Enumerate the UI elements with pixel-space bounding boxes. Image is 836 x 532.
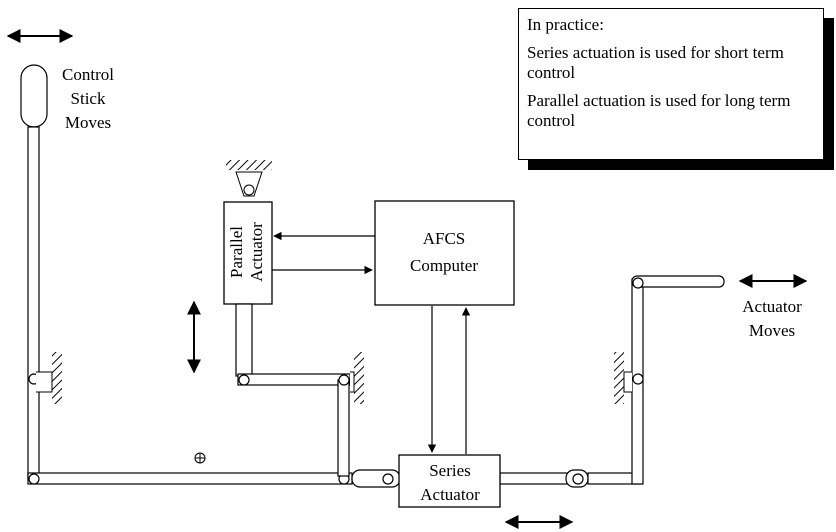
note-heading: In practice: <box>527 15 604 34</box>
svg-text:Control: Control <box>62 65 114 84</box>
parallel-actuator-ground <box>226 160 272 197</box>
parallel-actuator-rod <box>235 303 351 477</box>
parallel-actuator-label-2: Actuator <box>247 222 266 282</box>
right-pivot <box>614 352 632 404</box>
afcs-label-2: Computer <box>410 256 478 275</box>
parallel-actuator-label-1: Parallel <box>227 226 246 278</box>
svg-text:Moves: Moves <box>65 113 111 132</box>
afcs-computer-box: AFCS Computer <box>374 200 515 306</box>
control-stick-label: Control Stick Moves <box>62 65 114 132</box>
practice-note: In practice: Series actuation is used fo… <box>518 8 824 160</box>
series-actuator-box: Series Actuator <box>398 454 501 508</box>
control-stick-pivot <box>36 352 62 404</box>
svg-text:Moves: Moves <box>749 321 795 340</box>
series-actuator-link <box>351 469 589 488</box>
middle-pivot <box>350 352 364 404</box>
svg-text:Actuator: Actuator <box>742 297 802 316</box>
free-pivot-marker <box>194 452 206 464</box>
bottom-linkage <box>27 472 353 485</box>
control-stick <box>20 64 48 480</box>
note-series-line: Series actuation is used for short term … <box>527 43 784 82</box>
afcs-label-1: AFCS <box>423 229 466 248</box>
note-parallel-line: Parallel actuation is used for long term… <box>527 91 791 130</box>
svg-text:Stick: Stick <box>71 89 106 108</box>
actuator-moves-label: Actuator Moves <box>742 297 802 340</box>
parallel-actuator-box: Parallel Actuator <box>223 201 273 305</box>
series-actuator-label-2: Actuator <box>420 485 480 504</box>
output-linkage <box>587 275 725 485</box>
series-actuator-label-1: Series <box>429 461 471 480</box>
